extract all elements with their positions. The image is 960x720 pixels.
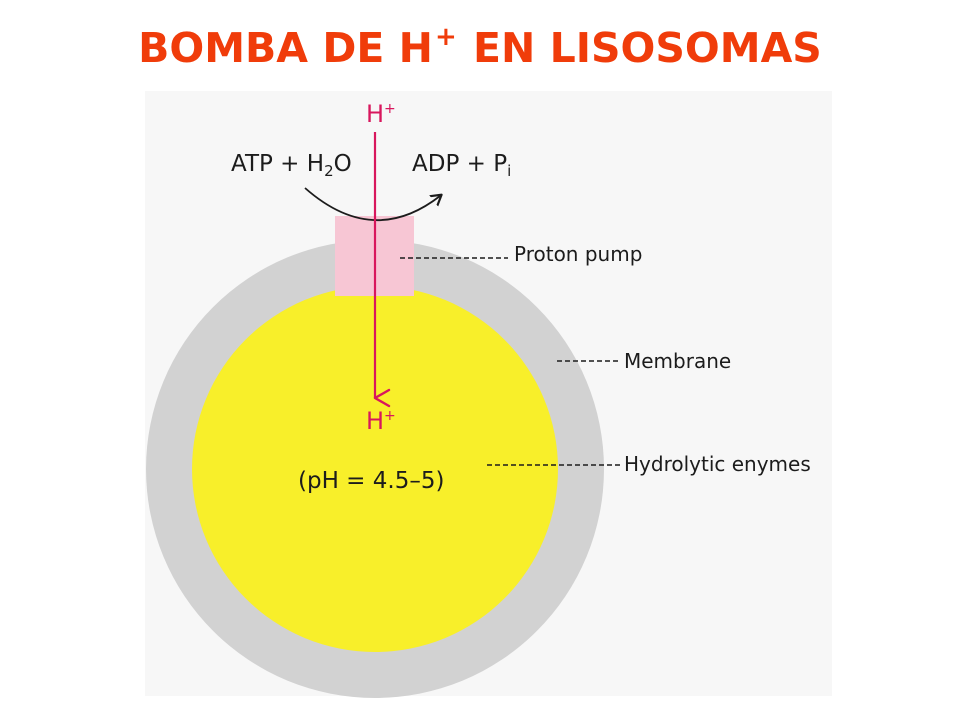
reactants-label: ATP + H2O: [231, 151, 352, 180]
lysosome-lumen: [192, 286, 558, 652]
title-prefix: BOMBA DE H: [138, 24, 433, 72]
proton-bottom-label: H+: [366, 407, 396, 435]
products-label: ADP + Pi: [412, 151, 511, 180]
proton-pump-label: Proton pump: [514, 242, 642, 266]
reaction-arrow: [304, 187, 440, 222]
title-suffix: EN LISOSOMAS: [458, 24, 822, 72]
membrane-label: Membrane: [624, 349, 731, 373]
title-superscript: +: [434, 22, 457, 52]
slide-title: BOMBA DE H+ EN LISOSOMAS: [0, 24, 960, 69]
hydrolytic-enzymes-label: Hydrolytic enymes: [624, 452, 811, 476]
lumen-ph-label: (pH = 4.5–5): [298, 468, 444, 494]
proton-top-label: H+: [366, 100, 396, 128]
